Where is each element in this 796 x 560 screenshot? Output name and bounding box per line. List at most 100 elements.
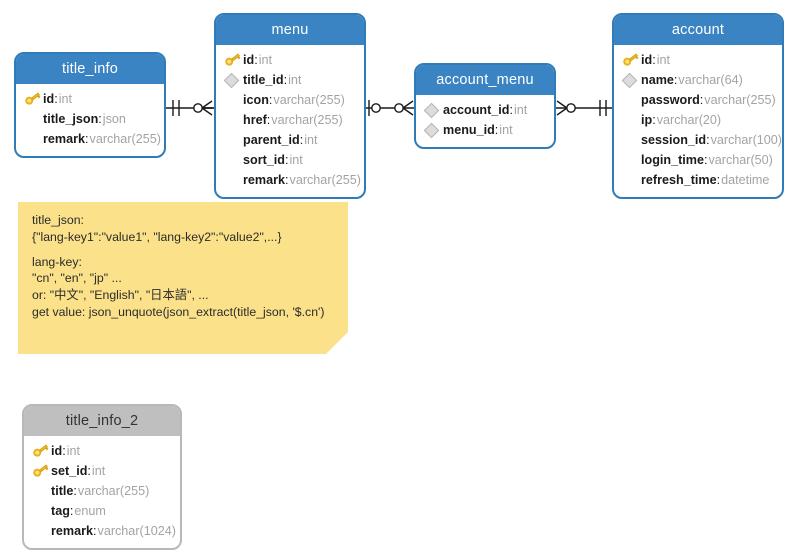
attribute-type: int bbox=[258, 53, 273, 67]
note-line: or: "中文", "English", "日本語", ... bbox=[32, 288, 209, 303]
attribute-name: name bbox=[641, 73, 674, 87]
attribute-row[interactable]: set_id:int bbox=[24, 461, 180, 481]
attribute-name: remark bbox=[43, 132, 86, 146]
attribute-row[interactable]: title:varchar(255) bbox=[24, 481, 180, 501]
no-marker bbox=[225, 172, 243, 188]
attribute-row[interactable]: id:int bbox=[24, 441, 180, 461]
attribute-type: int bbox=[91, 464, 106, 478]
attribute-row[interactable]: session_id:varchar(100) bbox=[614, 130, 782, 150]
attribute-row[interactable]: parent_id:int bbox=[216, 130, 364, 150]
attribute-separator: : bbox=[87, 464, 91, 478]
attribute-row[interactable]: remark:varchar(1024) bbox=[24, 521, 180, 541]
key-icon bbox=[31, 443, 51, 459]
note-content: title_json: {"lang-key1":"value1", "lang-… bbox=[18, 202, 348, 335]
no-marker bbox=[225, 132, 243, 148]
entity-header-account_menu: account_menu bbox=[416, 65, 554, 95]
attribute-row[interactable]: id:int bbox=[216, 50, 364, 70]
attribute-row[interactable]: title_id:int bbox=[216, 70, 364, 90]
attribute-name: id bbox=[243, 53, 255, 67]
attribute-type: int bbox=[66, 444, 81, 458]
attribute-type: varchar(20) bbox=[656, 113, 722, 127]
attribute-row[interactable]: href:varchar(255) bbox=[216, 110, 364, 130]
diamond-icon bbox=[423, 102, 443, 119]
attribute-row[interactable]: title_json:json bbox=[16, 109, 164, 129]
diamond-icon bbox=[423, 122, 443, 139]
no-marker bbox=[623, 112, 641, 128]
note-line: title_json: bbox=[32, 213, 84, 227]
no-marker bbox=[25, 111, 43, 127]
attribute-separator: : bbox=[299, 133, 304, 147]
attribute-row[interactable]: remark:varchar(255) bbox=[216, 170, 364, 190]
no-marker bbox=[25, 131, 43, 147]
no-marker bbox=[225, 112, 243, 128]
attribute-separator: : bbox=[652, 113, 656, 127]
attribute-row[interactable]: id:int bbox=[16, 89, 164, 109]
attribute-type: varchar(50) bbox=[708, 153, 773, 167]
attribute-type: varchar(255) bbox=[77, 484, 150, 498]
attribute-row[interactable]: remark:varchar(255) bbox=[16, 129, 164, 149]
attribute-separator: : bbox=[85, 132, 89, 146]
attribute-type: varchar(1024) bbox=[97, 524, 176, 538]
key-icon bbox=[621, 52, 641, 68]
attribute-name: id bbox=[43, 92, 55, 106]
attribute-separator: : bbox=[673, 73, 678, 87]
attribute-name: sort_id bbox=[243, 153, 285, 167]
attribute-row[interactable]: icon:varchar(255) bbox=[216, 90, 364, 110]
attribute-type: varchar(255) bbox=[289, 173, 361, 187]
attribute-name: remark bbox=[243, 173, 286, 187]
note-title_json[interactable]: title_json: {"lang-key1":"value1", "lang-… bbox=[18, 202, 348, 354]
note-line: lang-key: bbox=[32, 254, 82, 269]
attribute-name: ip bbox=[641, 113, 653, 127]
attribute-separator: : bbox=[283, 73, 288, 87]
attribute-type: varchar(100) bbox=[710, 133, 783, 147]
attribute-type: varchar(255) bbox=[273, 93, 345, 107]
no-marker bbox=[33, 483, 51, 499]
attribute-row[interactable]: menu_id:int bbox=[416, 120, 554, 140]
attribute-row[interactable]: refresh_time:datetime bbox=[614, 170, 782, 190]
no-marker bbox=[623, 92, 641, 108]
attribute-type: varchar(255) bbox=[89, 132, 161, 146]
note-line: get value: json_unquote(json_extract(tit… bbox=[32, 304, 325, 319]
attribute-type: int bbox=[289, 153, 303, 167]
attribute-row[interactable]: tag:enum bbox=[24, 501, 180, 521]
attribute-row[interactable]: password:varchar(255) bbox=[614, 90, 782, 110]
attribute-name: id bbox=[51, 444, 63, 458]
relationship-title_info-menu bbox=[166, 100, 214, 116]
attribute-name: id bbox=[641, 53, 653, 67]
attribute-row[interactable]: ip:varchar(20) bbox=[614, 110, 782, 130]
attribute-name: href bbox=[243, 113, 267, 127]
attribute-type: int bbox=[304, 133, 318, 147]
attribute-separator: : bbox=[706, 133, 710, 147]
attribute-row[interactable]: account_id:int bbox=[416, 100, 554, 120]
attribute-type: enum bbox=[74, 504, 106, 518]
attribute-name: title_json bbox=[43, 112, 99, 126]
note-fold-corner bbox=[326, 332, 348, 354]
attribute-type: int bbox=[58, 92, 73, 106]
attribute-type: varchar(255) bbox=[271, 113, 343, 127]
attribute-row[interactable]: name:varchar(64) bbox=[614, 70, 782, 90]
diamond-icon bbox=[223, 72, 243, 89]
attribute-row[interactable]: id:int bbox=[614, 50, 782, 70]
attribute-separator: : bbox=[73, 484, 77, 498]
attribute-name: tag bbox=[51, 504, 70, 518]
attribute-separator: : bbox=[509, 103, 513, 117]
attribute-row[interactable]: sort_id:int bbox=[216, 150, 364, 170]
attribute-type: varchar(64) bbox=[678, 73, 743, 87]
key-icon bbox=[31, 463, 51, 479]
attribute-separator: : bbox=[54, 92, 58, 106]
note-line: {"lang-key1":"value1", "lang-key2":"valu… bbox=[32, 229, 282, 244]
attribute-separator: : bbox=[93, 524, 97, 538]
relationship-account_menu-account bbox=[556, 100, 612, 116]
attribute-name: account_id bbox=[443, 103, 510, 117]
no-marker bbox=[623, 152, 641, 168]
attribute-row[interactable]: login_time:varchar(50) bbox=[614, 150, 782, 170]
attribute-name: icon bbox=[243, 93, 269, 107]
